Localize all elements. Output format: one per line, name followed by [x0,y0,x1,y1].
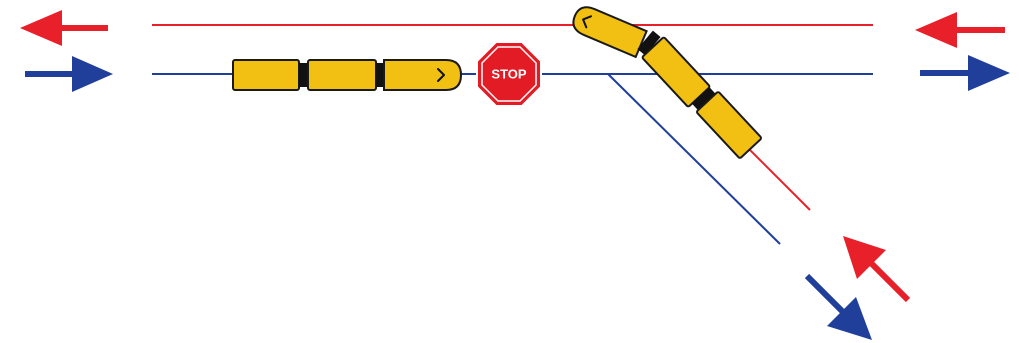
arrow-right-icon [25,56,113,92]
arrow-left-icon [20,10,108,46]
chevron-icon [582,15,593,29]
chevron-icon [437,68,445,82]
train-lead-car [572,6,648,59]
train-car [232,59,300,91]
moving-train [572,6,762,159]
direction-arrows [20,10,1010,340]
train-car [696,91,762,159]
coupler [299,63,308,87]
coupler [691,87,717,111]
arrow-left-icon [915,12,1005,48]
blue-track-branch [607,73,781,245]
coupler [637,30,661,56]
stop-sign: STOP [476,41,542,107]
arrow-right-icon [920,55,1010,91]
coupler [376,63,384,87]
waiting-train [232,59,463,91]
arrow-down-right-icon [804,273,872,340]
stop-sign-inner [481,46,537,102]
train-car [307,59,377,91]
stop-sign-label: STOP [491,67,526,82]
stop-sign-icon [476,41,542,107]
train-lead-car [383,59,463,91]
arrow-up-left-icon [843,236,911,303]
